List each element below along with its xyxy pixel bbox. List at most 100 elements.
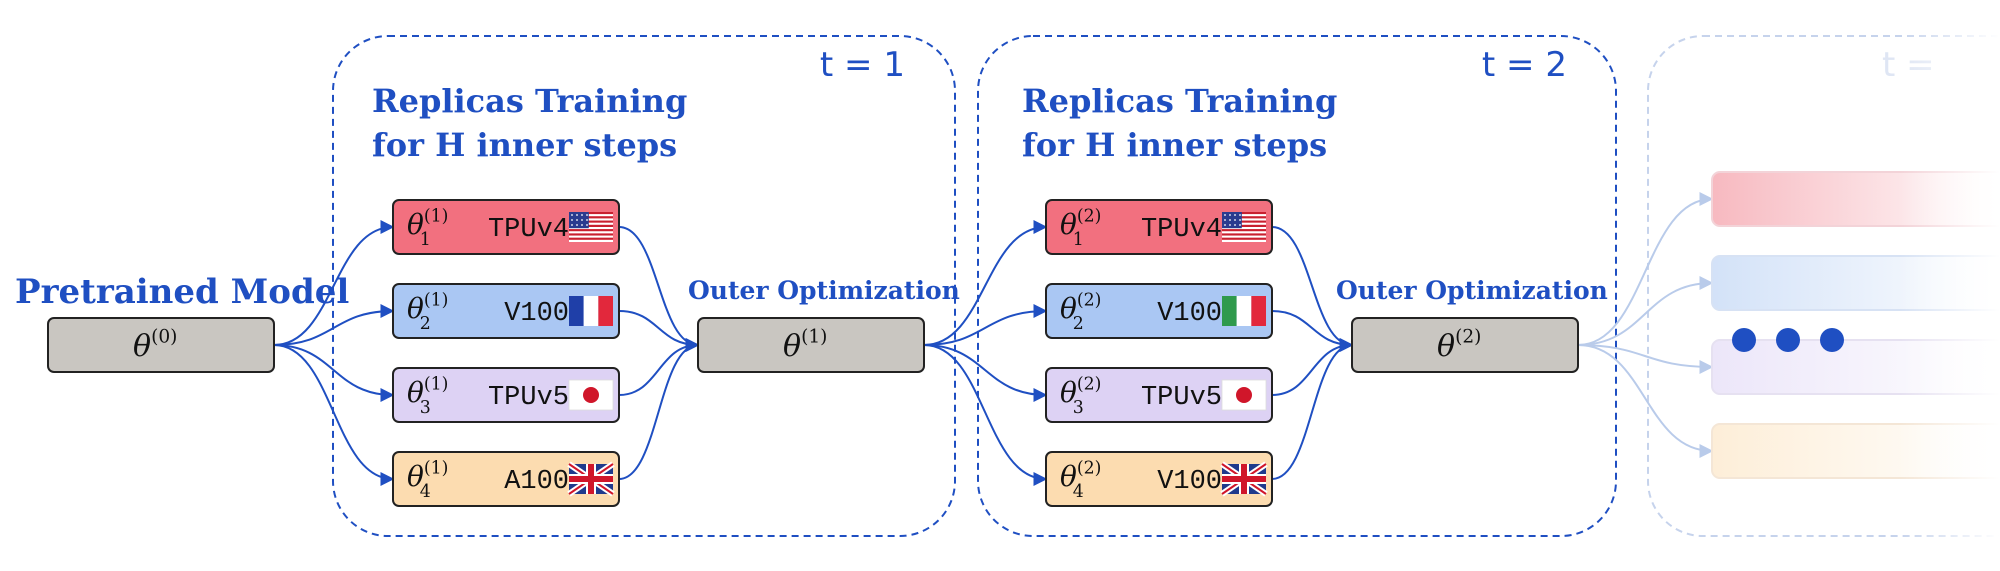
ellipsis-dot-3 (1820, 328, 1844, 352)
pretrained-node: θ(0) (47, 317, 275, 373)
round-2-replica-1-theta: θ(2) 1 (1060, 206, 1101, 250)
pretrained-model-label: Pretrained Model (15, 272, 349, 312)
theta-subscript: 4 (1073, 482, 1084, 502)
theta-symbol: θ (1060, 208, 1077, 241)
faded-fanout-arrow-3 (1577, 344, 1714, 374)
round-2-replica-2: θ(2) 2 V100 (1045, 283, 1273, 339)
theta-superscript: (2) (1077, 374, 1102, 394)
jp-flag-icon (568, 379, 614, 411)
theta-subscript: 4 (420, 482, 431, 502)
connection-arrows (273, 220, 1354, 486)
theta-subscript: 2 (420, 314, 431, 334)
jp-flag-icon (1221, 379, 1267, 411)
theta-symbol: θ (1060, 460, 1077, 493)
theta-subscript: 3 (420, 398, 431, 418)
round-2-replica-1: θ(2) 1 TPUv4 (1045, 199, 1273, 255)
round-1-replica-1: θ(1) 1 TPUv4 (392, 199, 620, 255)
pretrained-node-label: θ(0) (133, 327, 177, 365)
round-1-replica-4-theta: θ(1) 4 (407, 458, 448, 502)
round-1-replica-3: θ(1) 3 TPUv5 (392, 367, 620, 423)
theta-superscript: (1) (424, 458, 449, 478)
round-2-replica-4: θ(2) 4 V100 (1045, 451, 1273, 507)
us-flag-icon (1222, 212, 1266, 242)
round-1-outer-node: θ(1) (697, 317, 925, 373)
theta-subscript: 3 (1073, 398, 1084, 418)
round-2-outer-node: θ(2) (1351, 317, 1579, 373)
round-2-replica-3-theta: θ(2) 3 (1060, 374, 1101, 418)
round-2-outer-optimization-label: Outer Optimization (1336, 276, 1608, 305)
round-2-replica-1-device-label: TPUv4 (1141, 215, 1222, 245)
round-2-merge-arrow-4 (1271, 338, 1354, 480)
theta-superscript: (1) (424, 374, 449, 394)
theta-symbol: θ (1060, 292, 1077, 325)
round-2-replica-3-device-label: TPUv5 (1141, 383, 1222, 413)
round-2-t-label: t = 2 (1482, 45, 1567, 85)
round-2-replica-4-theta: θ(2) 4 (1060, 458, 1101, 502)
round-1-outer-node-label: θ(1) (783, 327, 827, 365)
round-2-replica-4-device-label: V100 (1157, 467, 1222, 497)
theta-symbol: θ (407, 376, 424, 409)
round-2-fanout-arrow-1 (923, 220, 1048, 346)
theta-superscript: (2) (1455, 327, 1481, 348)
theta-subscript: 2 (1073, 314, 1084, 334)
round-1-replica-1-device-label: TPUv4 (488, 215, 569, 245)
round-1-title-line2: for H inner steps (372, 126, 677, 164)
round-1-replica-3-theta: θ(1) 3 (407, 374, 448, 418)
theta-superscript: (0) (151, 327, 177, 348)
theta-symbol: θ (407, 460, 424, 493)
faded-fanout-arrow-4 (1577, 344, 1714, 458)
round-2-replica-2-device-label: V100 (1157, 299, 1222, 329)
round-1-fanout-arrow-3 (273, 344, 395, 402)
theta-superscript: (1) (424, 206, 449, 226)
round-2-merge-arrow-1 (1271, 226, 1354, 352)
round-1-fanout-arrow-4 (273, 344, 395, 486)
us-flag-icon (569, 212, 613, 242)
theta-superscript: (2) (1077, 206, 1102, 226)
ellipsis-dot-1 (1732, 328, 1756, 352)
theta-subscript: 1 (1073, 230, 1084, 250)
round-1-replica-4: θ(1) 4 A100 (392, 451, 620, 507)
round-2-fanout-arrow-2 (923, 304, 1048, 346)
round-1-replica-3-device-label: TPUv5 (488, 383, 569, 413)
theta-symbol: θ (1060, 376, 1077, 409)
uk-flag-icon (567, 461, 615, 497)
theta-superscript: (1) (424, 290, 449, 310)
round-2-merge-arrow-3 (1271, 338, 1354, 396)
right-fade-overlay (1900, 0, 2000, 571)
round-2-replica-2-theta: θ(2) 2 (1060, 290, 1101, 334)
theta-superscript: (2) (1077, 458, 1102, 478)
ellipsis-dot-2 (1776, 328, 1800, 352)
round-2-title-line1: Replicas Training (1022, 82, 1337, 120)
faded-fanout-arrow-2 (1577, 276, 1714, 346)
theta-symbol: θ (783, 329, 801, 364)
round-2-replica-3: θ(2) 3 TPUv5 (1045, 367, 1273, 423)
round-1-outer-optimization-label: Outer Optimization (688, 276, 960, 305)
round-1-replica-2-theta: θ(1) 2 (407, 290, 448, 334)
round-1-fanout-arrow-2 (273, 304, 395, 346)
round-2-box (977, 35, 1617, 537)
round-1-replica-4-device-label: A100 (504, 467, 569, 497)
round-1-merge-arrow-4 (618, 338, 700, 480)
theta-superscript: (1) (801, 327, 827, 348)
round-1-fanout-arrow-1 (273, 220, 395, 346)
round-1-replica-1-theta: θ(1) 1 (407, 206, 448, 250)
round-1-replica-2-device-label: V100 (504, 299, 569, 329)
it-flag-icon (1222, 296, 1266, 326)
round-2-fanout-arrow-3 (923, 344, 1048, 402)
theta-superscript: (2) (1077, 290, 1102, 310)
round-1-box (332, 35, 956, 537)
round-1-replica-2: θ(1) 2 V100 (392, 283, 620, 339)
round-1-t-label: t = 1 (820, 45, 905, 85)
theta-symbol: θ (407, 208, 424, 241)
round-2-fanout-arrow-4 (923, 344, 1048, 486)
theta-symbol: θ (1437, 329, 1455, 364)
round-1-title-line1: Replicas Training (372, 82, 687, 120)
fr-flag-icon (569, 296, 613, 326)
faded-connection-arrows (1577, 192, 1714, 458)
uk-flag-icon (1220, 461, 1268, 497)
theta-symbol: θ (407, 292, 424, 325)
theta-subscript: 1 (420, 230, 431, 250)
